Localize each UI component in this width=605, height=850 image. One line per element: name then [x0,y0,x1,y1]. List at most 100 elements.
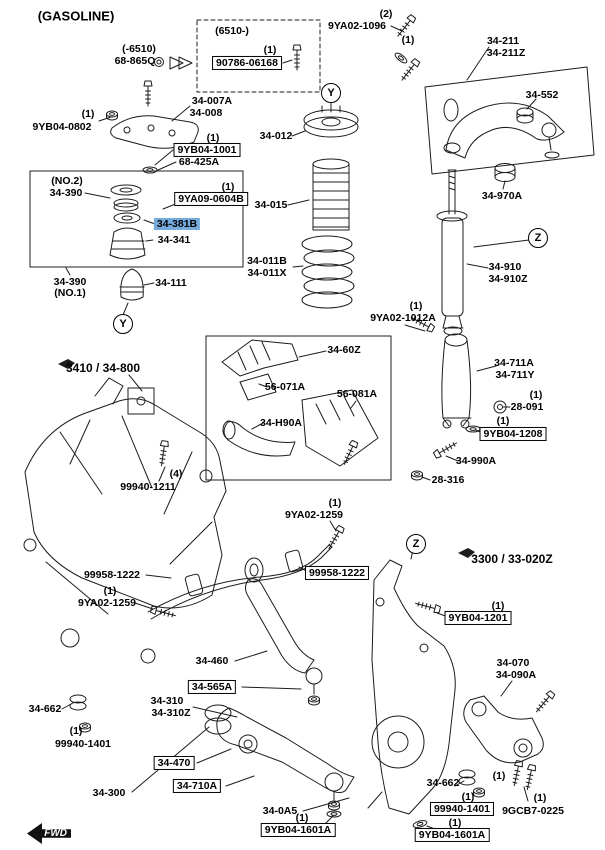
part-label: 34-60Z [327,343,361,356]
part-label: (NO.2) [51,174,83,187]
range-label: (6510-) [215,24,249,37]
qty-label: (1) [295,811,309,824]
part-label: 34-460 [195,654,229,667]
part-label: 34-910Z [488,272,528,285]
lower-control-arm [204,704,355,818]
part-label: 34-007A [191,94,233,107]
part-label: 34-H90A [259,416,303,429]
qty-label: (1) [263,43,277,56]
part-label: 34-910 [488,260,522,273]
part-label: 34-211Z [486,46,526,59]
part-label: 99958-1222 [83,568,141,581]
section-icon [58,359,75,369]
dust-boot [312,158,350,231]
coil-spring [301,235,355,309]
part-label: (NO.1) [54,286,86,299]
part-label: 9YB04-1601A [414,827,490,843]
qty-label: (1) [533,791,547,804]
view-marker-y: Y [113,314,133,334]
stabilizer-bar [147,524,346,621]
upper-control-arm [443,98,565,159]
qty-label: (4) [169,467,183,480]
subframe [23,377,227,664]
part-label: 34-710A [172,778,222,794]
bottom-fasteners [69,694,537,830]
qty-label: (1) [409,299,423,312]
mount-plate-34-007A [110,115,199,149]
qty-label: (1) [491,599,505,612]
part-label: 99958-1222 [304,565,370,581]
part-label: 34-300 [92,786,126,799]
view-marker-z: Z [528,228,548,248]
steering-knuckle [367,559,456,815]
part-label: 34-970A [481,189,523,202]
part-label: 34-310 [150,694,184,707]
qty-label: (1) [401,33,415,46]
qty-label: (1) [103,584,117,597]
upper-link [244,557,323,706]
part-label: 9YA02-1096 [328,19,386,32]
strut-mount-group [109,184,146,260]
qty-label: (2) [379,7,393,20]
leader-lines [61,25,537,832]
section-icon [458,548,475,558]
part-label: 34-015 [254,198,288,211]
part-label: 9YA02-1012A [370,311,436,324]
part-label: 34-090A [495,668,537,681]
part-label: 34-011X [247,266,287,279]
part-label: 56-071A [264,380,306,393]
part-label: 34-662 [28,702,62,715]
part-label: 68-865Q [114,54,156,67]
qty-label: (1) [461,790,475,803]
bracket-plates [221,339,379,467]
part-label: 34-990A [455,454,497,467]
top-fasteners [106,13,421,174]
part-label: 9YB04-1601A [260,822,336,838]
section-label: 3300 / 33-020Z [471,552,553,567]
part-label: 9YB04-0802 [32,120,92,133]
part-label: 56-081A [336,387,378,400]
part-label: 9YB04-1208 [479,426,547,442]
part-label: 34-310Z [151,706,191,719]
group-box-plates [205,335,392,481]
part-label: 9YA09-0604B [174,191,248,207]
part-label: 34-390 [53,275,87,288]
part-label: 28-316 [431,473,465,486]
part-label: 34-211 [486,34,520,47]
strut [436,169,468,336]
range-label: (-6510) [122,42,156,55]
part-label: 99940-1211 [120,480,176,493]
bump-stop [119,268,145,301]
fork-bracket [441,333,472,429]
part-label: 9YA02-1259 [285,508,343,521]
group-box-strut-mount [29,170,244,268]
selected-part-label[interactable]: 34-381B [153,217,201,231]
section-label: 3410 / 34-800 [65,361,141,376]
part-label: 9YA02-1259 [78,596,136,609]
part-label: 34-008 [189,106,223,119]
qty-label: (1) [496,414,510,427]
part-label: 34-552 [525,88,559,101]
part-label: 34-390 [49,186,83,199]
part-label: 34-565A [187,679,237,695]
fwd-label: FWD [44,828,67,839]
part-label: 34-070 [496,656,530,669]
part-label: 34-662 [426,776,460,789]
part-label: 34-012 [259,129,293,142]
qty-label: (1) [492,769,506,782]
part-label: 34-711Y [495,368,535,381]
qty-label: (1) [221,180,235,193]
qty-label: (1) [81,107,95,120]
part-label: 34-341 [157,233,191,246]
part-label: 99940-1401 [54,737,112,750]
view-marker-y: Y [321,83,341,103]
part-label: 9YB04-1001 [173,142,241,158]
part-label: 9GCB7-0225 [502,804,564,817]
part-label: 68-425A [178,155,220,168]
dashed-box-6510 [196,19,321,93]
part-label: 9YB04-1201 [444,610,512,626]
qty-label: (1) [206,131,220,144]
part-label: 34-111 [155,276,187,289]
